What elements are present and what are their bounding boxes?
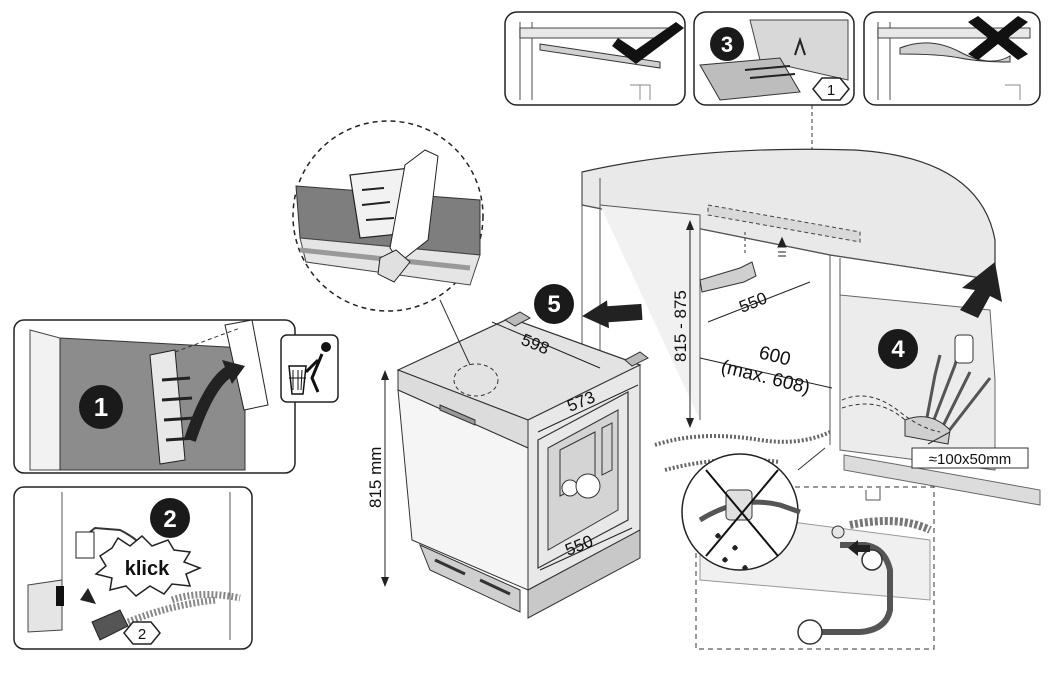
svg-text:815 mm: 815 mm [366, 447, 385, 508]
arrow-connect [848, 540, 870, 556]
hex-marker-2: 2 [123, 621, 161, 645]
magnifier-leader [439, 299, 471, 366]
kitchen-niche [581, 148, 1041, 506]
svg-text:5: 5 [547, 291, 560, 318]
cross-out-icon [705, 469, 779, 557]
svg-text:2: 2 [138, 626, 146, 643]
dishwasher [396, 311, 649, 619]
svg-text:≈100x50mm: ≈100x50mm [929, 451, 1011, 468]
step-4-badge: 4 [878, 329, 918, 369]
water-leader [797, 447, 826, 471]
step-2-badge: 2 [150, 498, 190, 538]
trash-bin-icon [280, 334, 339, 403]
dim-niche-width: 600 (max. 608) [699, 342, 833, 399]
svg-text:1: 1 [94, 392, 108, 422]
push-up-arrow [960, 262, 1002, 318]
step-5-badge: 5 [534, 284, 574, 324]
hex-marker-1: 1 [812, 77, 850, 101]
push-in-arrow [582, 300, 643, 329]
svg-text:klick: klick [125, 558, 170, 580]
svg-text:3: 3 [721, 32, 733, 57]
svg-text:815 - 875: 815 - 875 [671, 290, 690, 362]
hoses-and-cables [841, 334, 992, 445]
clip-magnifier [292, 120, 484, 312]
svg-text:2: 2 [163, 506, 176, 533]
clip-location-marker [453, 363, 499, 397]
svg-text:4: 4 [891, 336, 905, 363]
klick-burst: klick [94, 534, 203, 597]
dim-height-815: 815 mm [366, 370, 389, 587]
panel-step-1 [13, 319, 296, 474]
check-icon [612, 22, 684, 64]
svg-text:1: 1 [827, 82, 835, 99]
cross-icon [968, 16, 1028, 60]
step-1-badge: 1 [79, 385, 123, 429]
dim-opening: ≈100x50mm [911, 431, 1029, 469]
leak-warning-circle [681, 453, 801, 571]
step-3-badge: 3 [710, 27, 744, 61]
dim-niche-depth: 550 [707, 281, 811, 323]
screw-detail [699, 232, 787, 293]
dim-niche-height: 815 - 875 [671, 220, 694, 428]
inset-correct-mounting [504, 11, 686, 106]
svg-text:550: 550 [736, 288, 769, 316]
